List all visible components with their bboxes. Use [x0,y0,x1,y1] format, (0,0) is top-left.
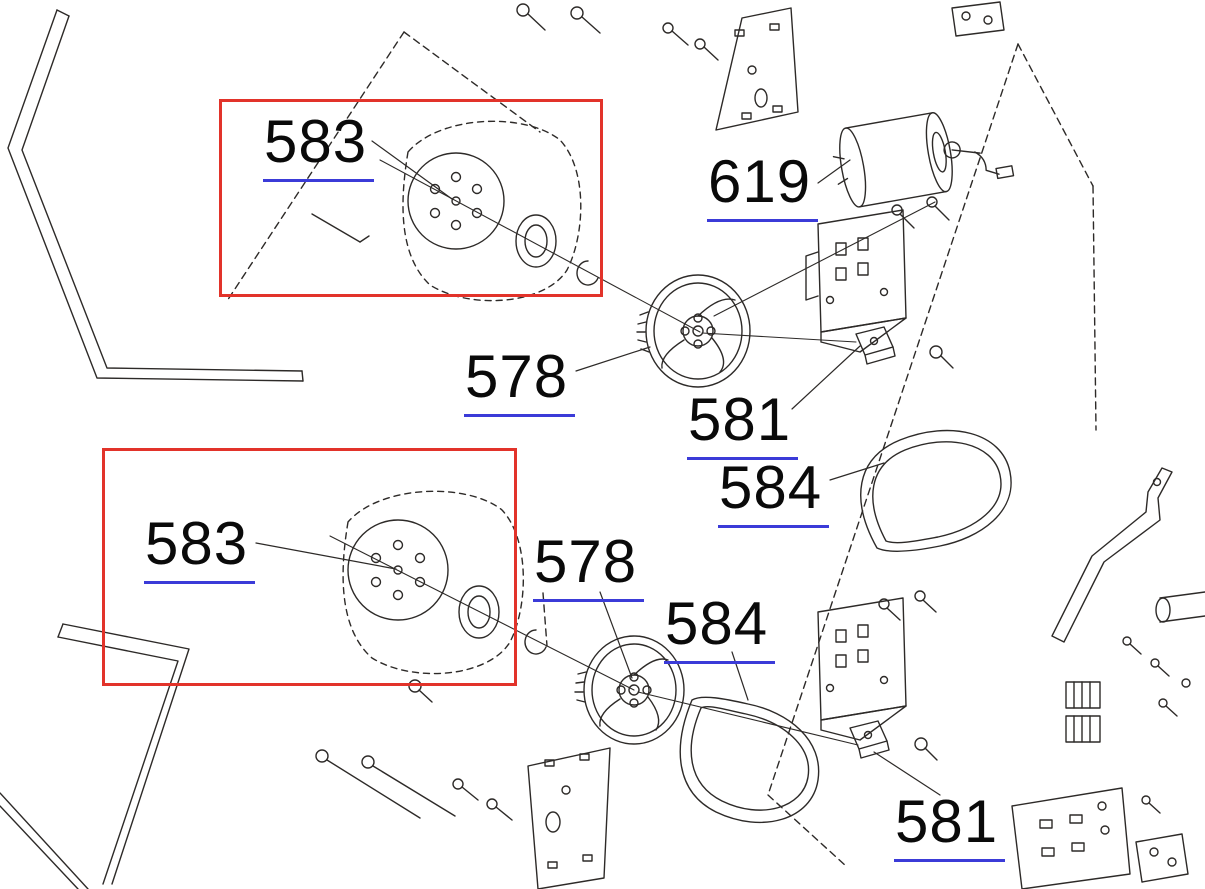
part-link-581-bottom[interactable]: 581 [894,792,1006,862]
pulley-cover-top [402,120,582,302]
part-link-584-top[interactable]: 584 [718,458,830,528]
screws-bottom-right [1097,795,1161,814]
part-link-584-bottom[interactable]: 584 [664,594,776,664]
retaining-clip-top [576,260,599,286]
frame-right-assembly [1051,467,1205,717]
part-link-581-top[interactable]: 581 [687,390,799,460]
bracket-bottom-right [1135,833,1189,883]
part-number-584-bottom[interactable]: 584 [664,594,776,664]
part-number-584-top[interactable]: 584 [718,458,830,528]
motor [832,112,1015,208]
part-number-619[interactable]: 619 [707,152,819,222]
side-panel-top-left [7,9,304,382]
label-leader-lines [255,140,941,796]
motor-screws [891,196,950,229]
tensioner-581-top [855,326,896,365]
highlight-box-583-bottom [102,448,517,686]
bracket-top-right [951,1,1005,37]
drive-wheel-top [636,274,751,388]
part-link-578-bottom[interactable]: 578 [533,532,645,602]
motor-bracket-bottom [817,597,907,741]
screws-bottom-left [315,749,513,821]
screw-581-top [929,345,954,369]
mounting-plate-bottom [527,747,611,889]
screws-bracket-bottom [878,590,937,621]
highlight-box-583-top [219,99,603,297]
retaining-clip-bottom [524,629,547,655]
screws-top [516,3,719,61]
screw-581-bottom [914,737,938,761]
part-link-578-top[interactable]: 578 [464,347,576,417]
belt-bottom [679,696,820,824]
part-number-583-top[interactable]: 583 [263,112,375,182]
tensioner-581-bottom [849,720,890,759]
connectors-right [1065,681,1101,743]
drive-wheel-bottom [574,635,685,745]
belt-top [860,429,1012,552]
part-number-581-bottom[interactable]: 581 [894,792,1006,862]
pin-part [311,213,370,243]
part-number-581-top[interactable]: 581 [687,390,799,460]
motor-bracket-top [805,209,907,353]
screw-below-cover [408,679,433,703]
part-link-583-top[interactable]: 583 [263,112,375,182]
part-link-619[interactable]: 619 [707,152,819,222]
assembly-axis-top [379,159,936,343]
pulley-cover-bottom [342,490,525,675]
part-link-583-bottom[interactable]: 583 [144,514,256,584]
part-number-583-bottom[interactable]: 583 [144,514,256,584]
mounting-plate-top [715,7,799,131]
side-panel-bottom-left [0,623,190,889]
part-number-578-top[interactable]: 578 [464,347,576,417]
base-plate-bottom-right [1011,787,1131,889]
part-number-578-bottom[interactable]: 578 [533,532,645,602]
